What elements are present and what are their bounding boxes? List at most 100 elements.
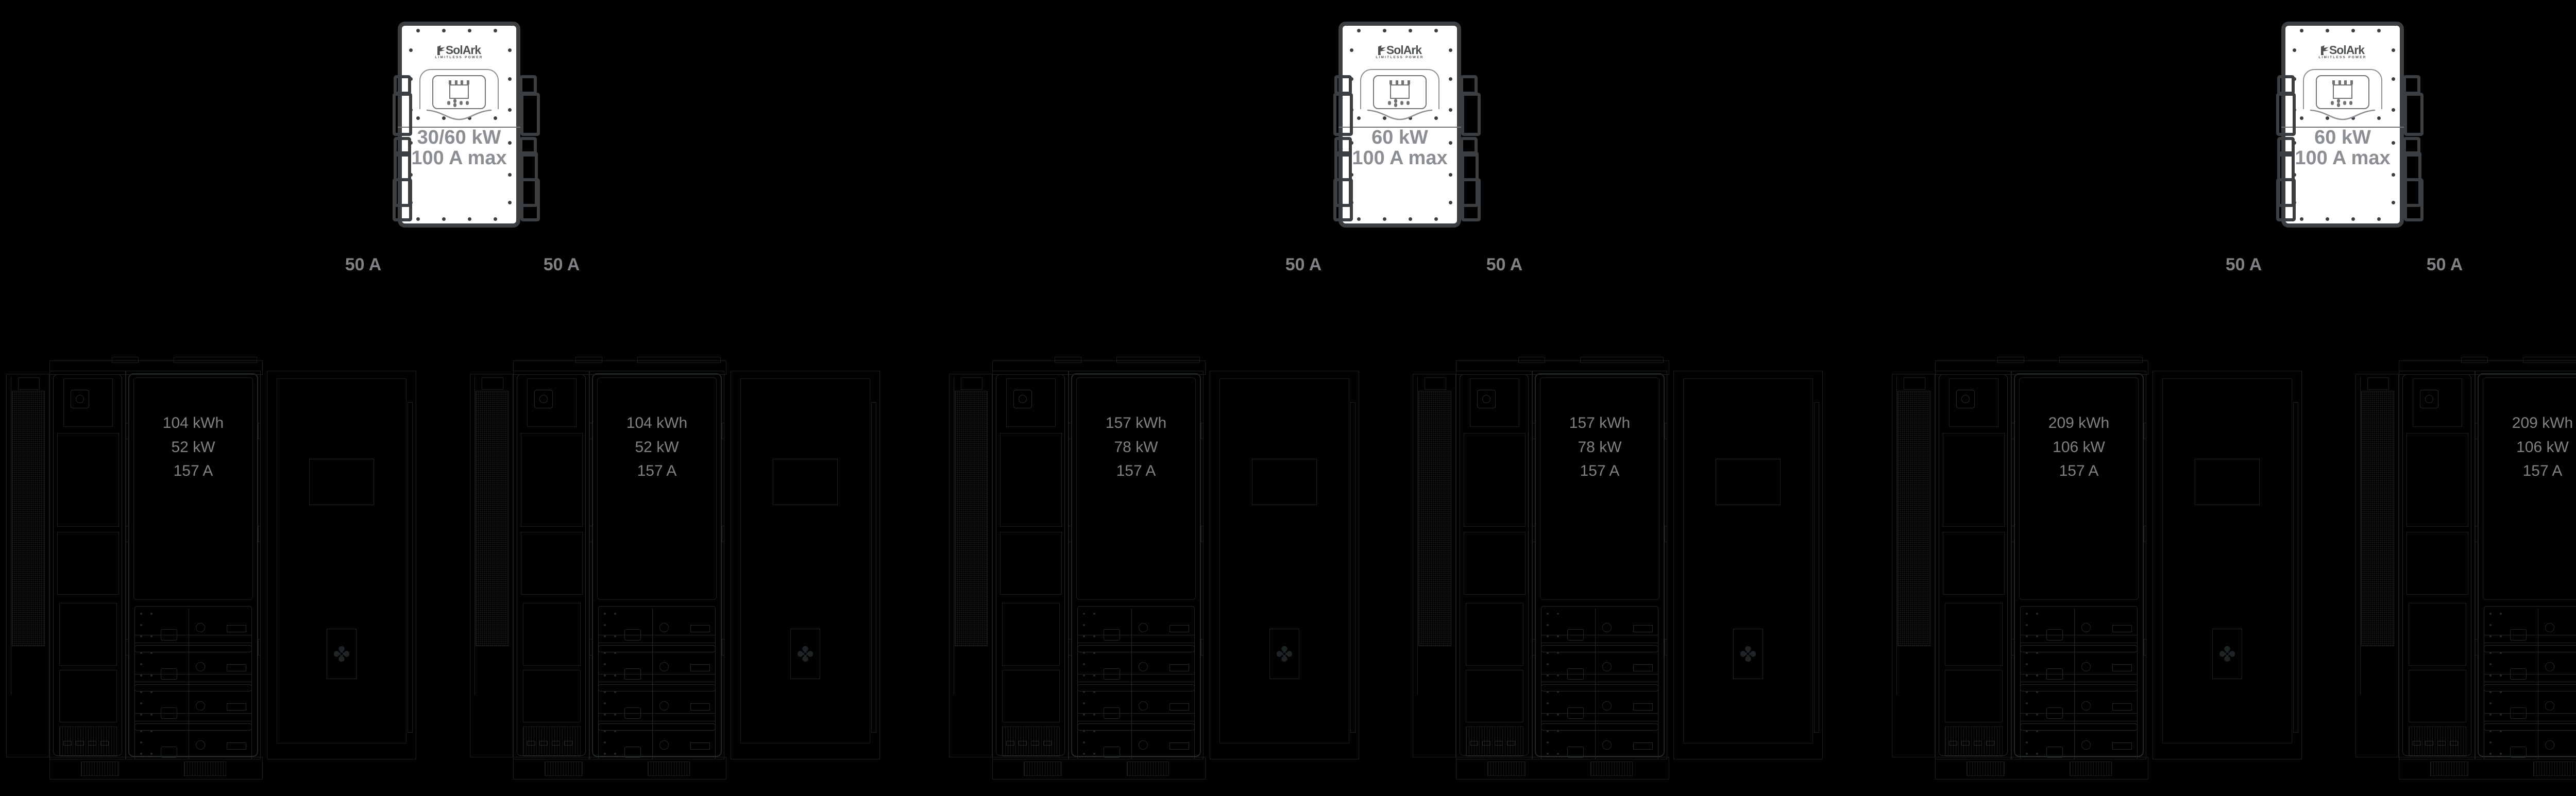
module-bolt: [614, 635, 616, 637]
module-label-plate: [1170, 703, 1189, 711]
hvac-cabinet-inner: [267, 371, 416, 759]
cabinet-latch: [722, 423, 724, 439]
module-bolt: [2489, 652, 2492, 654]
hvac-cabinet[interactable]: [731, 371, 880, 759]
module-indicator-icon: [195, 662, 205, 671]
hvac-cabinet[interactable]: [1210, 371, 1359, 759]
module-bolt: [2036, 753, 2038, 755]
cabinet-power-label: 106 kW: [2516, 438, 2569, 456]
battery-cabinet-door: [1076, 377, 1196, 600]
cabinet-energy-label: 104 kWh: [162, 414, 224, 431]
display-pins-icon: [2332, 80, 2353, 84]
control-cabinet[interactable]: [2399, 371, 2475, 759]
contactor-module: [57, 532, 119, 595]
inverter-screw: [1383, 116, 1386, 120]
inverter-wave-icon: [1367, 109, 1433, 120]
module-busbar: [1541, 713, 1658, 721]
module-bolt: [2036, 613, 2038, 615]
mini-breaker: [1482, 741, 1490, 746]
module-bolt: [1557, 613, 1559, 615]
module-bolt: [1093, 714, 1095, 716]
relay-module: [2409, 603, 2466, 666]
module-bolt: [1083, 624, 1085, 626]
plinth-vent: [184, 762, 226, 776]
inverter-lcd-screen: [2333, 84, 2352, 99]
hvac-door-latch: [1814, 402, 1819, 733]
pcs-cabinet[interactable]: [949, 374, 992, 757]
dc-switch: [1006, 378, 1056, 427]
control-cabinet[interactable]: [49, 371, 126, 759]
mini-breaker: [1974, 741, 1982, 746]
hvac-cabinet[interactable]: [2153, 371, 2302, 759]
logo-wordmark: SolArk: [445, 43, 481, 57]
pcs-cabinet[interactable]: [470, 374, 513, 757]
hvac-cabinet[interactable]: [1673, 371, 1823, 759]
inverter-buttons: [2331, 99, 2354, 107]
control-cabinet[interactable]: [992, 371, 1069, 759]
cabinet-current-label: 157 A: [1116, 462, 1156, 479]
pcs-cabinet[interactable]: [1413, 374, 1456, 757]
control-cabinet[interactable]: [1456, 371, 1532, 759]
control-cabinet[interactable]: [513, 371, 589, 759]
module-divider: [1595, 726, 1596, 759]
cabinet-top-cap: [992, 357, 1206, 375]
inverter-lcd-screen: [1390, 84, 1410, 99]
cabinet-latch: [1533, 526, 1536, 542]
battery-module: [134, 723, 252, 759]
hvac-access-panel: [740, 378, 870, 743]
inverter-screw: [508, 141, 512, 145]
top-terminal-box: [961, 377, 982, 390]
ventilation-grille: [1418, 391, 1451, 646]
module-bolt: [140, 674, 142, 677]
module-bolt: [1547, 741, 1549, 743]
battery-module: [1077, 723, 1195, 759]
top-terminal-box: [1904, 377, 1925, 390]
module-label-plate: [690, 625, 710, 632]
inverter-screw: [2351, 217, 2355, 221]
pcs-cabinet[interactable]: [1892, 374, 1935, 757]
module-divider: [652, 726, 653, 759]
battery-module: [2484, 723, 2576, 759]
module-bolt: [614, 652, 616, 654]
hvac-cabinet[interactable]: [267, 371, 416, 759]
top-terminal-box: [1425, 377, 1446, 390]
control-cabinet[interactable]: [1935, 371, 2011, 759]
module-busbar: [134, 674, 252, 682]
top-cap-tab: [1116, 357, 1200, 363]
fan-icon: [796, 645, 814, 663]
knob-icon: [2425, 395, 2433, 403]
top-cap-tab: [112, 357, 139, 363]
pcs-cabinet[interactable]: [2355, 374, 2399, 757]
module-indicator-icon: [2081, 662, 2091, 671]
module-indicator-icon: [1138, 740, 1148, 750]
module-divider: [2074, 726, 2075, 759]
module-busbar: [1077, 674, 1195, 682]
pcs-cabinet[interactable]: [6, 374, 49, 757]
module-label-plate: [1170, 625, 1189, 632]
cabinet-plinth: [2399, 757, 2576, 780]
module-busbar: [2020, 713, 2138, 721]
cabinet-power-label: 78 kW: [1578, 438, 1622, 456]
module-bolt: [140, 663, 142, 665]
module-bolt: [2500, 714, 2502, 716]
inverter-screw: [2392, 141, 2395, 145]
module-busbar: [2484, 635, 2576, 643]
pcs-cabinet-inner: [1413, 374, 1455, 757]
cabinet-plinth: [513, 757, 726, 780]
cabinet-latch: [1201, 639, 1203, 655]
